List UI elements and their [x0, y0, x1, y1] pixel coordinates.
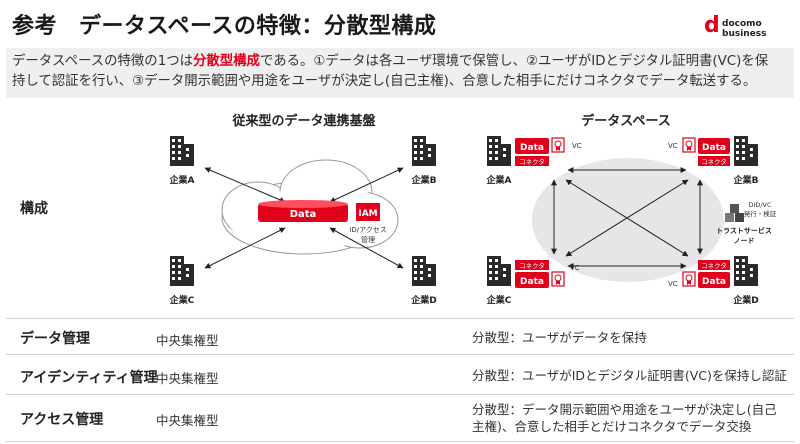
connector-label: コネクタ: [519, 157, 545, 166]
cubes-icon: [725, 204, 744, 222]
iam-caption-2: 管理: [361, 235, 375, 244]
company-label: 企業C: [486, 294, 512, 306]
right-c-data-connector: コネクタ Data: [515, 260, 549, 288]
dataspace-cell: 分散型：ユーザがデータを保持: [472, 330, 647, 345]
summary-text-a: データスペースの特徴の1つは: [12, 54, 193, 69]
building-icon: [412, 256, 436, 286]
data-label: Data: [702, 277, 726, 287]
title-main: データスペースの特徴：分散型構成: [79, 14, 437, 39]
docomo-business-logo: d docomo business: [704, 14, 794, 44]
right-company-b: 企業B VC Data コネクタ: [668, 136, 759, 186]
diagram-area: 従来型のデータ連携基盤 Data IAM ID/アクセス 管理 企業A 企業B …: [0, 100, 800, 320]
conventional-cell: 中央集権型: [156, 413, 219, 428]
page-title: 参考データスペースの特徴：分散型構成: [12, 8, 436, 40]
conventional-cell: 中央集権型: [156, 371, 219, 386]
row-label: アクセス管理: [20, 412, 104, 428]
table-row: アイデンティティ管理 中央集権型 分散型：ユーザがIDとデジタル証明書(VC)を…: [6, 354, 794, 395]
summary-line1: データスペースの特徴の1つは分散型構成である。①データは各ユーザ環境で保管し、②…: [12, 52, 788, 72]
right-a-data-connector: Data コネクタ: [515, 138, 549, 166]
conventional-cell: 中央集権型: [156, 333, 219, 348]
left-company-a: 企業A: [169, 136, 195, 186]
building-icon: [487, 136, 511, 166]
right-diagram-title: データスペース: [581, 113, 670, 129]
building-icon: [734, 136, 758, 166]
certificate-icon: [682, 271, 696, 287]
trust-node-label-2: ノード: [734, 237, 755, 245]
connector-label: コネクタ: [701, 261, 727, 270]
company-label: 企業B: [411, 174, 437, 186]
left-data-store: Data: [258, 200, 348, 222]
company-label: 企業D: [410, 294, 436, 306]
table-row: データ管理 中央集権型 分散型：ユーザがデータを保持: [6, 318, 794, 355]
left-diagram-title: 従来型のデータ連携基盤: [231, 113, 376, 129]
left-connection-arrows: [204, 167, 404, 269]
row-label: アイデンティティ管理: [20, 370, 158, 386]
summary-box: データスペースの特徴の1つは分散型構成である。①データは各ユーザ環境で保管し、②…: [6, 48, 794, 98]
dataspace-cell: 分散型：ユーザがIDとデジタル証明書(VC)を保持し認証: [472, 368, 787, 383]
right-b-data-connector: Data コネクタ: [698, 138, 730, 166]
summary-line2: 持して認証を行い、③データ開示範囲や用途をユーザが決定し(自己主権)、合意した相…: [12, 74, 757, 89]
table-row: アクセス管理 中央集権型 分散型：データ開示範囲や用途をユーザが決定し(自己主権…: [6, 394, 794, 442]
certificate-icon: [551, 137, 565, 153]
company-label: 企業B: [733, 174, 759, 186]
logo-line1: docomo: [722, 19, 762, 29]
vc-label: VC: [570, 264, 580, 272]
iam-label: IAM: [358, 209, 377, 219]
right-d-data-connector: コネクタ Data: [698, 260, 730, 288]
data-label: Data: [702, 143, 726, 153]
vc-label: VC: [572, 142, 582, 150]
logo-line2: business: [722, 29, 767, 39]
title-prefix: 参考: [12, 14, 58, 39]
certificate-icon: [682, 137, 696, 153]
logo-mark: d: [704, 13, 720, 38]
right-company-c: 企業C コネクタ Data VC: [486, 256, 580, 306]
left-company-c: 企業C: [169, 256, 195, 306]
left-company-d: 企業D: [410, 256, 437, 306]
vc-label: VC: [668, 280, 678, 288]
row-label: データ管理: [20, 331, 90, 347]
trust-node-label-1: トラストサービス: [716, 226, 772, 235]
trust-service-node: DID/VC 発行・検証 トラストサービス ノード: [716, 201, 777, 245]
right-company-a: 企業A Data コネクタ VC: [486, 136, 582, 186]
building-icon: [734, 256, 758, 286]
data-label: Data: [520, 143, 544, 153]
right-connection-arrows: [551, 167, 703, 269]
connector-label: コネクタ: [701, 157, 727, 166]
dataspace-cell: 分散型：データ開示範囲や用途をユーザが決定し(自己主権)、合意した相手とだけコネ…: [472, 402, 777, 434]
left-data-label: Data: [290, 209, 317, 220]
left-iam-box: IAM ID/アクセス 管理: [349, 203, 387, 244]
company-label: 企業C: [169, 294, 195, 306]
certificate-icon: [551, 271, 565, 287]
right-network-area: [532, 158, 724, 282]
connector-label: コネクタ: [519, 261, 545, 270]
diagram-row-label: 構成: [20, 201, 48, 217]
iam-caption-1: ID/アクセス: [349, 226, 386, 234]
summary-highlight: 分散型構成: [193, 54, 260, 69]
building-icon: [170, 256, 194, 286]
trust-caption-2: 発行・検証: [744, 209, 777, 218]
trust-caption-1: DID/VC: [748, 201, 772, 209]
building-icon: [487, 256, 511, 286]
company-label: 企業A: [169, 174, 195, 186]
company-label: 企業D: [732, 294, 758, 306]
building-icon: [170, 136, 194, 166]
data-label: Data: [520, 277, 544, 287]
right-company-d: 企業D VC コネクタ Data: [668, 256, 759, 306]
vc-label: VC: [668, 142, 678, 150]
company-label: 企業A: [486, 174, 512, 186]
building-icon: [412, 136, 436, 166]
summary-text-b: である。①データは各ユーザ環境で保管し、②ユーザがIDとデジタル証明書(VC)を…: [259, 54, 769, 69]
diagram-svg: 従来型のデータ連携基盤 Data IAM ID/アクセス 管理 企業A 企業B …: [169, 113, 777, 306]
left-company-b: 企業B: [411, 136, 437, 186]
